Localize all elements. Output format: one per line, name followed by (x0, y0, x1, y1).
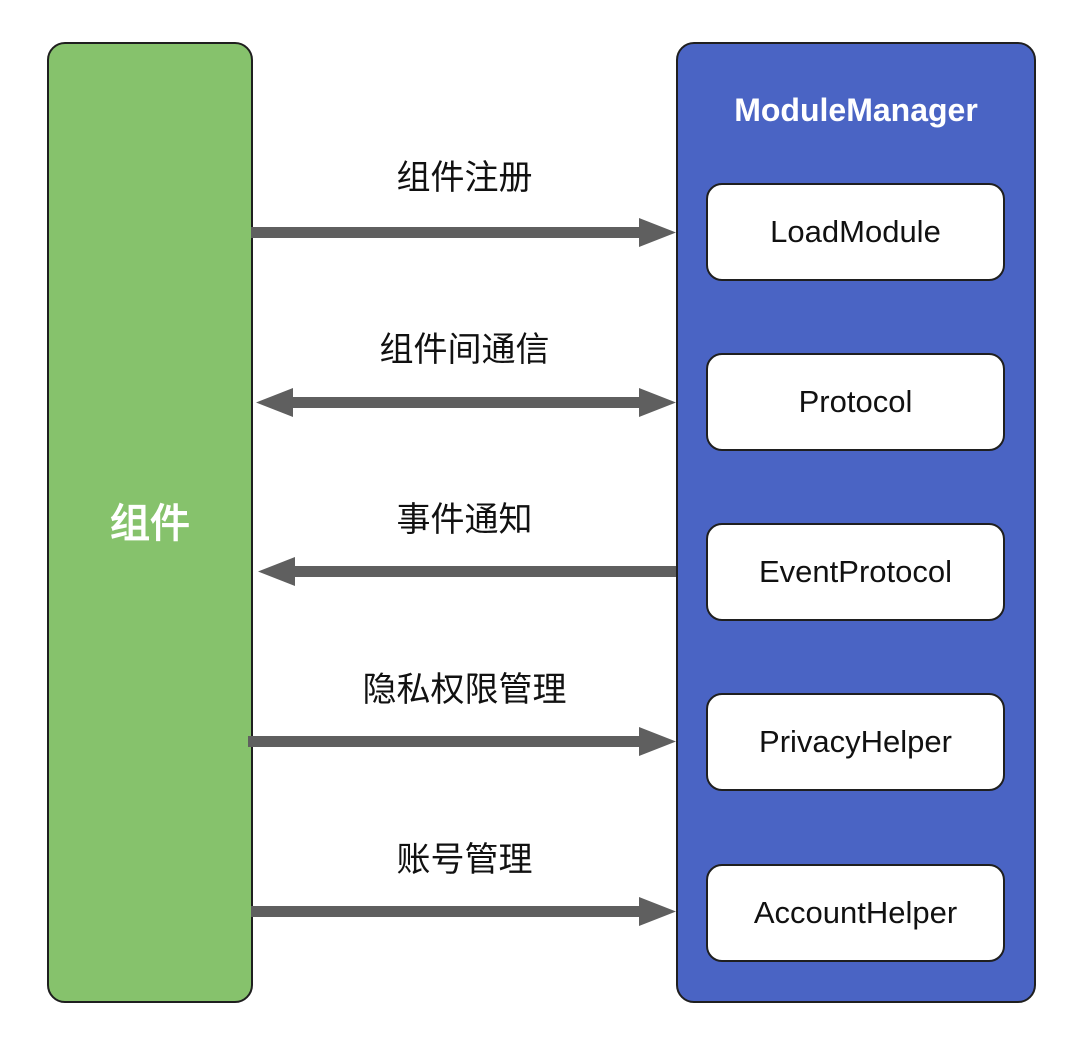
module-account-helper: AccountHelper (706, 864, 1005, 962)
arrow-account (251, 897, 676, 926)
connection-label-communication: 组件间通信 (379, 330, 550, 370)
connection-label-account: 账号管理 (396, 840, 533, 880)
module-protocol: Protocol (706, 353, 1005, 451)
component-label: 组件 (110, 501, 190, 547)
module-manager-title: ModuleManager (734, 92, 978, 128)
connection-label-event-notify: 事件通知 (396, 500, 533, 540)
arrow-register (251, 218, 676, 247)
module-event-protocol: EventProtocol (706, 523, 1005, 621)
arrow-event-notify (258, 557, 676, 586)
module-load-module: LoadModule (706, 183, 1005, 281)
module-privacy-helper: PrivacyHelper (706, 693, 1005, 791)
component-block (47, 42, 253, 1003)
connection-label-privacy: 隐私权限管理 (362, 670, 567, 710)
arrow-communication (256, 388, 676, 417)
connection-label-register: 组件注册 (396, 158, 533, 198)
arrow-privacy (248, 727, 676, 756)
